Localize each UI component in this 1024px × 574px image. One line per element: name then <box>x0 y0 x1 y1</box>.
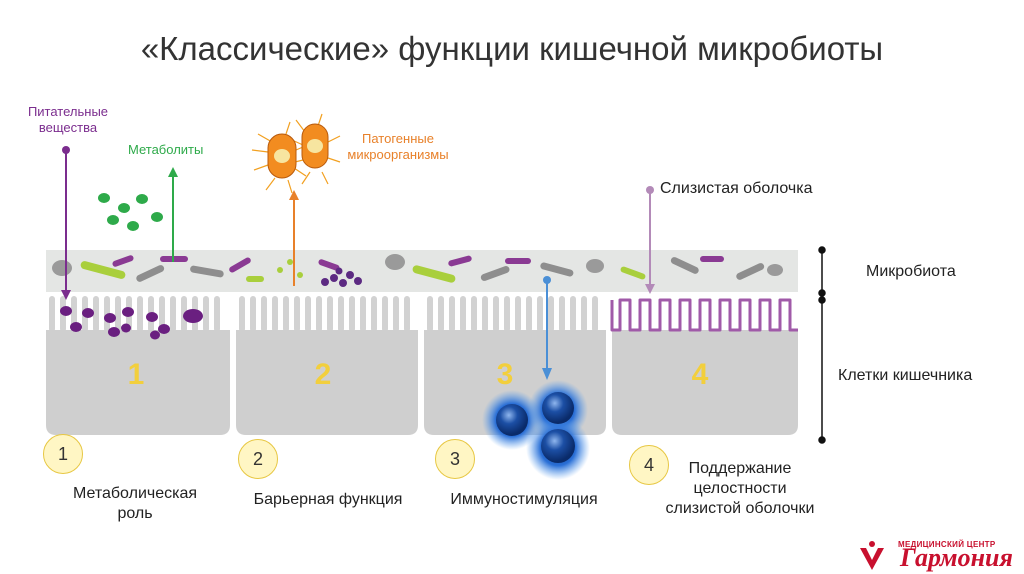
section-caption-3: Иммуностимуляция <box>450 491 598 508</box>
section-badge-2: 2 <box>238 439 278 479</box>
cell-number-3: 3 <box>497 358 514 391</box>
microvillus <box>504 296 510 332</box>
pathogen-bacteria <box>251 113 341 194</box>
microvillus <box>460 296 466 332</box>
microvillus <box>294 296 300 332</box>
microvillus <box>449 296 455 332</box>
microvillus <box>438 296 444 332</box>
microvillus <box>115 296 121 332</box>
microvillus <box>482 296 488 332</box>
microvillus <box>493 296 499 332</box>
arrow-immune <box>542 276 552 380</box>
microvillus <box>570 296 576 332</box>
cell-number-1: 1 <box>128 358 145 391</box>
microvillus <box>382 296 388 332</box>
intestine-cells <box>46 330 798 435</box>
microvillus <box>393 296 399 332</box>
section-caption-1: Метаболическая роль <box>72 485 198 522</box>
microvillus <box>371 296 377 332</box>
microvillus <box>49 296 55 332</box>
microvillus <box>305 296 311 332</box>
logo-name: Гармония <box>900 543 1013 572</box>
microvillus <box>261 296 267 332</box>
logo-subtitle: МЕДИЦИНСКИЙ ЦЕНТР <box>898 540 996 549</box>
arrow-pathogens <box>289 190 299 286</box>
microvillus <box>170 296 176 332</box>
cell-number-2: 2 <box>315 358 332 391</box>
label-microbiota: Микробиота <box>866 263 956 280</box>
microvillus <box>137 296 143 332</box>
immune-cells <box>482 380 590 480</box>
label-intestine-cells: Клетки кишечника <box>838 367 973 384</box>
cell-number-4: 4 <box>692 358 709 391</box>
section-badge-1: 1 <box>43 434 83 474</box>
section-badge-4: 4 <box>629 445 669 485</box>
microvillus <box>537 296 543 332</box>
arrow-metabolites <box>168 167 178 262</box>
microvillus <box>526 296 532 332</box>
logo-mark <box>860 541 884 570</box>
microvillus <box>214 296 220 332</box>
arrow-mucus <box>645 186 655 294</box>
microvillus <box>250 296 256 332</box>
microvillus <box>581 296 587 332</box>
microvillus <box>592 296 598 332</box>
microvillus <box>338 296 344 332</box>
microvillus <box>349 296 355 332</box>
label-mucus: Слизистая оболочка <box>660 180 813 197</box>
microvillus <box>239 296 245 332</box>
microvillus <box>316 296 322 332</box>
label-metabolites: Метаболиты <box>128 142 204 157</box>
layer-bracket <box>818 246 826 444</box>
microvillus <box>360 296 366 332</box>
microvillus <box>93 296 99 332</box>
microvillus <box>515 296 521 332</box>
microvillus <box>548 296 554 332</box>
section-badge-3: 3 <box>435 439 475 479</box>
microvillus <box>272 296 278 332</box>
barrier-cluster <box>321 267 362 287</box>
microvillus <box>427 296 433 332</box>
microvillus <box>203 296 209 332</box>
metabolite-particles <box>98 193 163 231</box>
label-nutrients: Питательные вещества <box>27 104 109 136</box>
microvillus <box>327 296 333 332</box>
villi-rows <box>49 296 598 332</box>
arrow-nutrients <box>61 146 71 300</box>
mucus-layer <box>610 298 798 332</box>
microbiota-layer <box>46 250 798 292</box>
nutrient-particles <box>60 306 203 340</box>
microvillus <box>159 296 165 332</box>
microvillus <box>404 296 410 332</box>
page-title: «Классические» функции кишечной микробио… <box>140 30 884 67</box>
section-caption-2: Барьерная функция <box>253 491 403 508</box>
bacteria-group <box>52 254 783 283</box>
microvillus <box>471 296 477 332</box>
label-pathogens: Патогенные микроорганизмы <box>347 131 449 163</box>
microvillus <box>283 296 289 332</box>
section-caption-4: Поддержание целостности слизистой оболоч… <box>665 460 815 517</box>
microvillus <box>559 296 565 332</box>
